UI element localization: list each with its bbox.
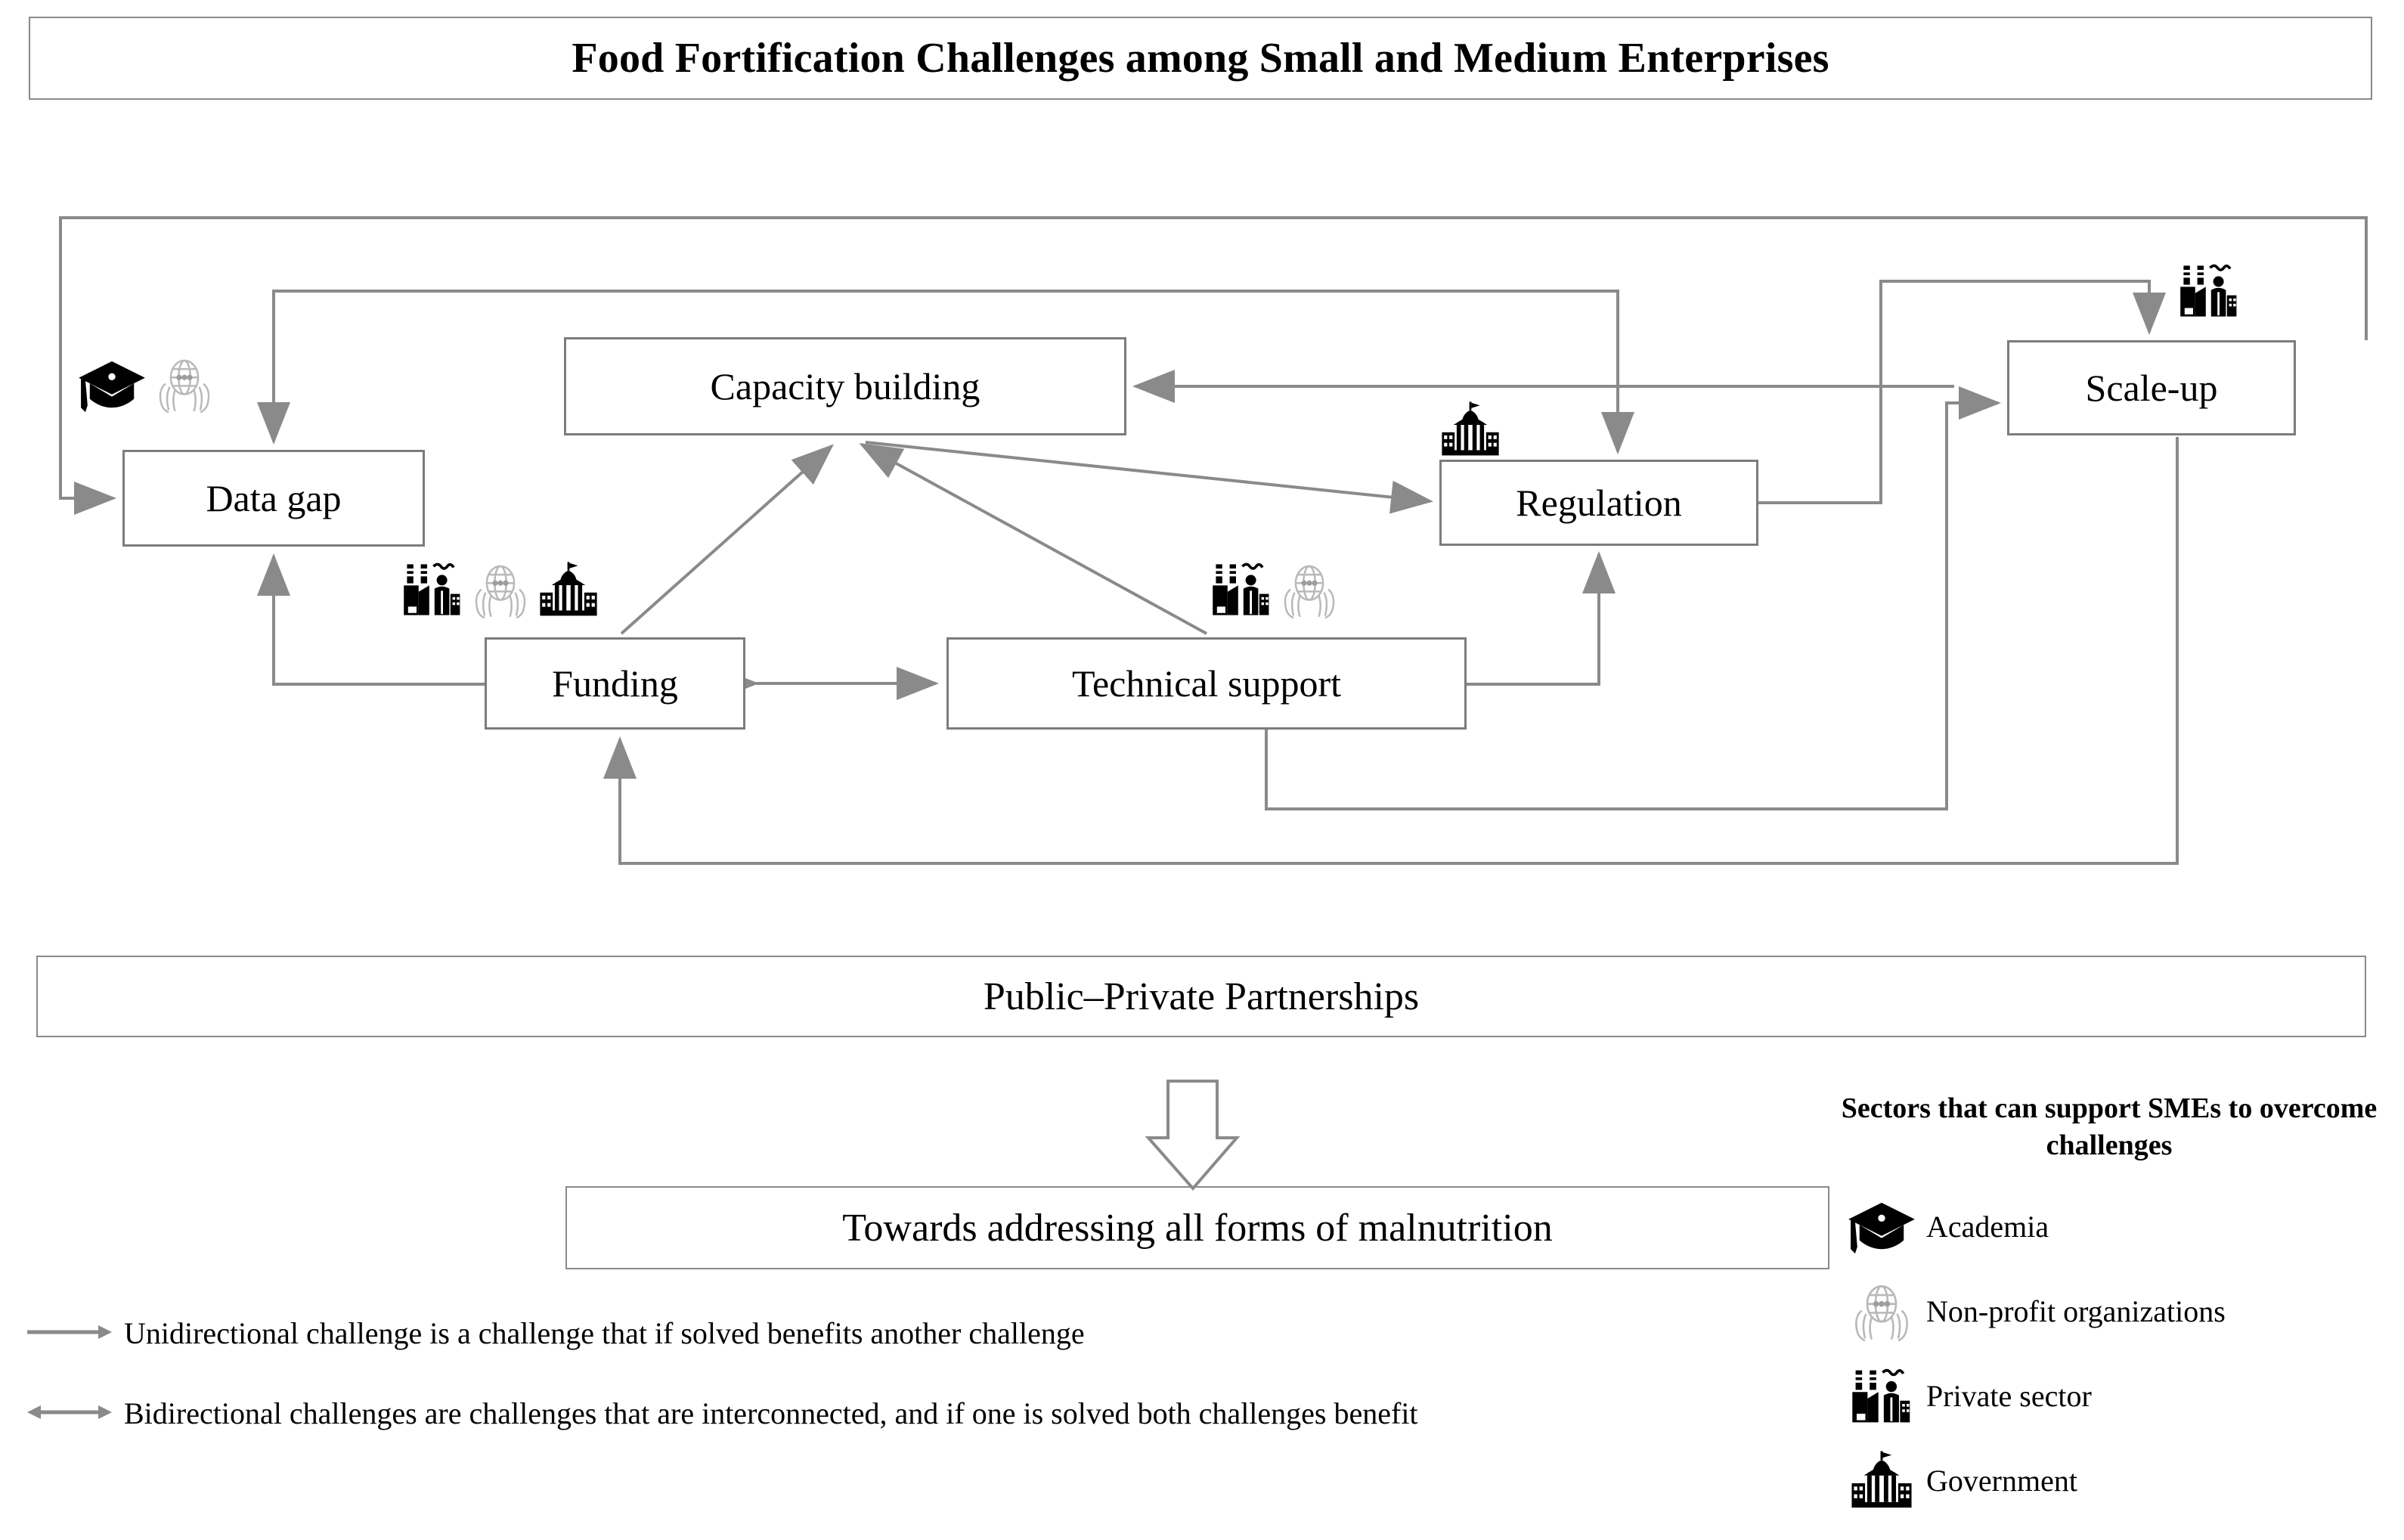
- node-capacity-building-label: Capacity building: [710, 365, 980, 407]
- node-sectors-regulation: [1439, 401, 1502, 463]
- sector-legend-title: Sectors that can support SMEs to overcom…: [1841, 1092, 2378, 1162]
- sector-legend-label-academia: Academia: [1926, 1210, 2049, 1244]
- unidirectional-arrow-icon: [26, 1312, 124, 1346]
- factory-worker-icon: [2177, 261, 2241, 325]
- sector-legend-item-nonprofit: Non-profit organizations: [1837, 1269, 2381, 1354]
- edge-scaleup-to-funding: [603, 437, 2179, 865]
- edge-technical-to-scaleup: [1265, 386, 2001, 810]
- ppp-label: Public–Private Partnerships: [983, 975, 1420, 1018]
- sector-legend-label-government: Government: [1926, 1464, 2077, 1498]
- page-title: Food Fortification Challenges among Smal…: [572, 35, 1829, 82]
- factory-worker-icon: [1210, 559, 1273, 624]
- node-data-gap-label: Data gap: [206, 477, 342, 519]
- node-regulation-label: Regulation: [1516, 482, 1682, 524]
- node-scale-up-label: Scale-up: [2085, 367, 2218, 409]
- node-data-gap[interactable]: Data gap: [122, 450, 425, 547]
- factory-worker-icon: [1837, 1365, 1926, 1427]
- outcome-box: Towards addressing all forms of malnutri…: [565, 1186, 1829, 1269]
- node-technical-support-label: Technical support: [1071, 662, 1342, 705]
- sector-legend: Sectors that can support SMEs to overcom…: [1837, 1090, 2381, 1523]
- government-building-icon: [537, 561, 600, 624]
- sector-legend-label-private-sector: Private sector: [1926, 1379, 2092, 1414]
- factory-worker-icon: [401, 559, 464, 624]
- globe-in-hands-icon: [1278, 561, 1341, 624]
- government-building-icon: [1439, 401, 1502, 463]
- node-capacity-building[interactable]: Capacity building: [564, 337, 1126, 435]
- globe-in-hands-icon: [153, 355, 216, 418]
- bidirectional-arrow-icon: [26, 1392, 124, 1426]
- edge-funding-to-datagap: [257, 553, 485, 686]
- node-funding-label: Funding: [552, 662, 678, 705]
- node-regulation[interactable]: Regulation: [1439, 460, 1758, 546]
- globe-in-hands-icon: [469, 561, 532, 624]
- arrow-legend: Unidirectional challenge is a challenge …: [26, 1312, 1825, 1472]
- node-sectors-funding: [401, 559, 600, 624]
- node-technical-support[interactable]: Technical support: [946, 637, 1467, 730]
- ppp-to-outcome-arrow: [1145, 1080, 1241, 1191]
- graduation-cap-icon: [76, 357, 148, 418]
- sector-legend-item-academia: Academia: [1837, 1185, 2381, 1269]
- edge-technical-to-regulation: [1467, 551, 1616, 686]
- edge-scaleup-to-datagap: [59, 216, 2368, 515]
- edge-capacity-to-regulation: [865, 441, 1433, 514]
- globe-in-hands-icon: [1837, 1281, 1926, 1343]
- node-sectors-technical-support: [1210, 559, 1341, 624]
- legend-row-unidirectional: Unidirectional challenge is a challenge …: [26, 1312, 1825, 1356]
- graduation-cap-icon: [1837, 1198, 1926, 1256]
- legend-text-unidirectional: Unidirectional challenge is a challenge …: [124, 1316, 1085, 1350]
- sector-legend-item-private-sector: Private sector: [1837, 1354, 2381, 1439]
- legend-text-bidirectional: Bidirectional challenges are challenges …: [124, 1396, 1418, 1430]
- page-title-banner: Food Fortification Challenges among Smal…: [29, 17, 2372, 100]
- legend-row-bidirectional: Bidirectional challenges are challenges …: [26, 1392, 1825, 1436]
- node-scale-up[interactable]: Scale-up: [2007, 340, 2296, 435]
- edge-technical-to-capacity: [859, 443, 1207, 635]
- edge-funding-to-capacity: [620, 444, 834, 635]
- node-sectors-data-gap: [76, 355, 216, 418]
- government-building-icon: [1837, 1450, 1926, 1512]
- node-sectors-scale-up: [2177, 261, 2241, 325]
- sector-legend-item-government: Government: [1837, 1439, 2381, 1523]
- edge-regulation-bus: [1758, 386, 1882, 504]
- outcome-label: Towards addressing all forms of malnutri…: [842, 1206, 1553, 1250]
- node-funding[interactable]: Funding: [485, 637, 745, 730]
- sector-legend-label-nonprofit: Non-profit organizations: [1926, 1294, 2226, 1329]
- public-private-partnerships-banner: Public–Private Partnerships: [36, 956, 2366, 1037]
